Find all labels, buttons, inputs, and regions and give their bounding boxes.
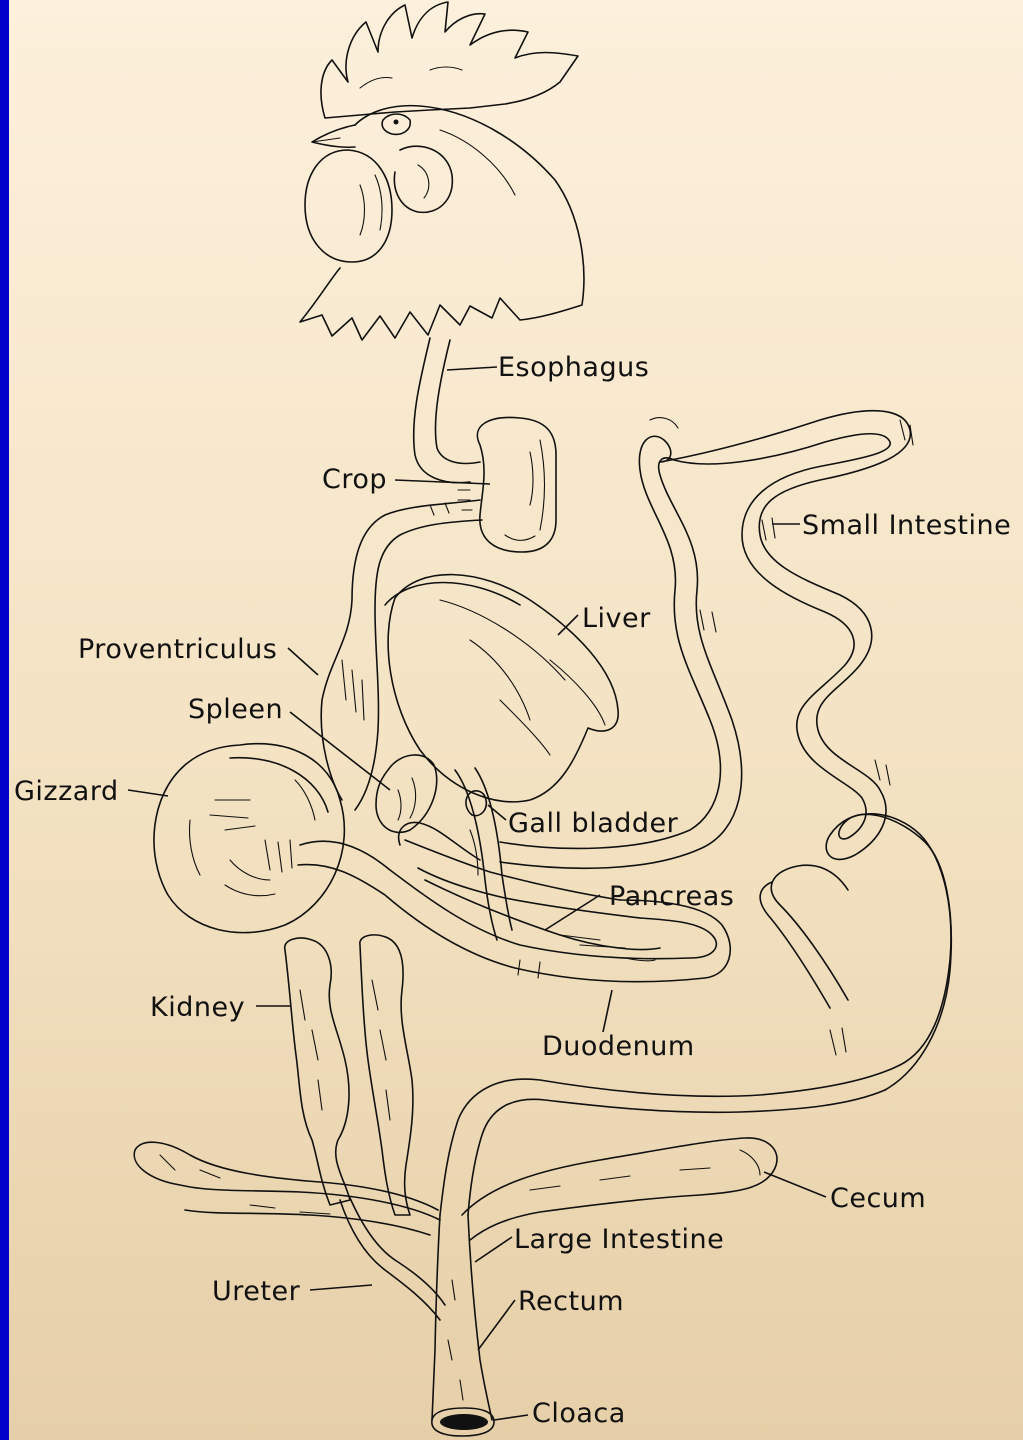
label-proventriculus: Proventriculus — [78, 634, 277, 665]
label-esophagus: Esophagus — [498, 352, 649, 383]
digestive-system-diagram: Esophagus Crop Small Intestine Liver Pro… — [9, 0, 1023, 1440]
label-gizzard: Gizzard — [14, 776, 119, 807]
left-cecum-outline — [134, 1142, 440, 1220]
label-kidney: Kidney — [150, 992, 245, 1023]
beak-outline — [312, 125, 355, 147]
spleen-outline — [376, 755, 437, 832]
label-spleen: Spleen — [188, 694, 283, 725]
wattle-outline — [305, 150, 392, 262]
label-small-intestine: Small Intestine — [802, 510, 1011, 541]
gizzard-illustration — [154, 744, 344, 933]
comb-outline — [321, 2, 578, 118]
label-crop: Crop — [322, 464, 387, 495]
diagram-slide: Esophagus Crop Small Intestine Liver Pro… — [9, 0, 1023, 1440]
label-liver: Liver — [582, 603, 651, 634]
label-cloaca: Cloaca — [532, 1398, 626, 1429]
label-gall-bladder: Gall bladder — [508, 808, 679, 839]
spleen-illustration — [376, 755, 437, 832]
label-large-intestine: Large Intestine — [514, 1224, 724, 1255]
label-cecum: Cecum — [830, 1183, 926, 1214]
chicken-head-illustration — [300, 2, 584, 340]
left-kidney-outline — [285, 938, 350, 1205]
labels: Esophagus Crop Small Intestine Liver Pro… — [14, 352, 1011, 1429]
label-ureter: Ureter — [212, 1276, 301, 1307]
ear-lobe-outline — [394, 146, 452, 212]
kidney-illustration — [285, 935, 413, 1215]
head-neck-outline — [300, 106, 584, 340]
label-rectum: Rectum — [518, 1286, 624, 1317]
right-kidney-outline — [360, 935, 413, 1215]
proventriculus-illustration — [321, 500, 482, 810]
gizzard-outline — [154, 744, 344, 933]
label-duodenum: Duodenum — [542, 1031, 695, 1062]
label-pancreas: Pancreas — [609, 881, 734, 912]
